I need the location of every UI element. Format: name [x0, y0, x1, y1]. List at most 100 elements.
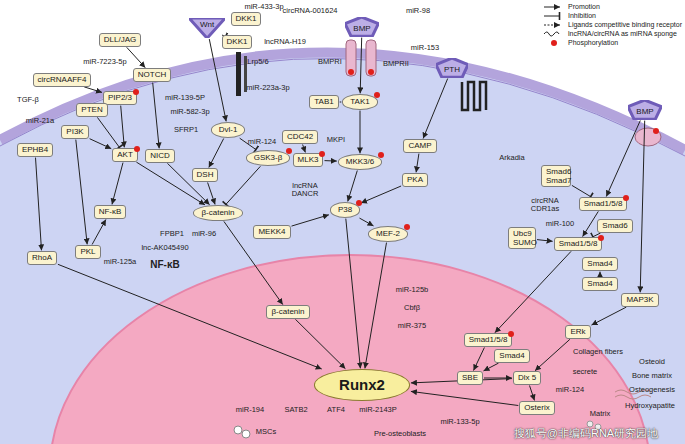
node-label: EPHB4 — [22, 145, 48, 154]
annotation-label: MSCs — [256, 428, 276, 436]
annotation-label: TGF-β — [17, 96, 39, 104]
ligand-pentagon: BMP — [345, 17, 378, 36]
connector — [58, 264, 322, 369]
connector — [411, 391, 518, 405]
annotation-label: miR-223a-3p — [246, 84, 289, 92]
shape-fill — [189, 18, 225, 38]
process-box: circRNAAFF4 — [33, 73, 92, 86]
connector — [423, 79, 448, 139]
process-box: PKA — [402, 173, 428, 186]
legend-line — [544, 6, 560, 7]
connector — [583, 211, 599, 236]
annotation-label: Lrp5/6 — [247, 58, 268, 66]
annotation-label: SFRP1 — [174, 126, 198, 134]
node-label: Smad6 Smad7 — [546, 167, 566, 185]
connector — [84, 87, 102, 93]
node-label: Smad4 — [587, 279, 612, 288]
connector — [292, 215, 329, 226]
connector — [127, 47, 146, 67]
node-label: PTH — [444, 65, 460, 74]
node-label: PIP2/3 — [108, 93, 132, 102]
process-box: CAMP — [403, 139, 436, 152]
connector — [36, 158, 42, 251]
legend-text: Phosphorylation — [568, 39, 618, 46]
node-label: MAP3K — [626, 295, 653, 304]
node-label: Smad1/5/8 — [584, 199, 623, 208]
annotation-label: miR-125a — [104, 258, 137, 266]
node-label: NICD — [150, 151, 170, 160]
protein-oval: Dvl-1 — [211, 122, 246, 137]
node-label: Runx2 — [339, 376, 385, 393]
connector — [537, 240, 553, 242]
annotation-label: Osteogenesis — [629, 386, 675, 394]
process-box: NICD — [145, 149, 175, 162]
node-label: P38 — [338, 205, 352, 214]
connector — [600, 272, 601, 277]
node-label: Osterix — [524, 403, 549, 412]
node-label: DSH — [197, 170, 214, 179]
process-box: DKK1 — [231, 12, 262, 25]
annotation-label: Arkadia — [499, 154, 524, 162]
protein-oval: GSK3-β — [246, 150, 291, 165]
annotation-label: miR-124 — [248, 138, 276, 146]
annotation-label: lnc-AK045490 — [141, 244, 188, 252]
annotation-label: miR-7223-5p — [83, 58, 126, 66]
annotation-label: Collagen fibers — [573, 348, 623, 356]
node-label: Smad6 — [602, 221, 627, 230]
connector — [495, 251, 571, 332]
annotation-label: miR-2143P — [359, 406, 397, 414]
node-label: MEKK4 — [258, 227, 285, 236]
node-label: PI3K — [66, 127, 83, 136]
connector — [572, 185, 591, 197]
process-box: PI3K — [61, 125, 88, 138]
protein-oval: MEF-2 — [368, 226, 408, 241]
connector — [348, 171, 358, 202]
process-box: Smad4 — [494, 349, 529, 362]
connector — [153, 83, 160, 149]
node-label: AKT — [117, 150, 133, 159]
node-label: PKL — [80, 247, 95, 256]
connector — [592, 307, 627, 325]
node-label: DKK1 — [236, 14, 257, 23]
process-box: MLK3 — [293, 153, 324, 166]
connector — [346, 219, 361, 369]
node-label: Dvl-1 — [219, 125, 238, 134]
process-box: Osterix — [519, 401, 554, 414]
node-label: CDC42 — [287, 132, 313, 141]
annotation-label: miR-139-5P — [165, 94, 205, 102]
node-label: SBE — [462, 373, 478, 382]
node-label: GSK3-β — [254, 153, 283, 162]
connector — [535, 339, 570, 370]
node-label: NF-κB — [99, 207, 122, 216]
node-label: RhoA — [32, 253, 52, 262]
process-box: Dlx 5 — [513, 371, 541, 384]
shape-fill — [345, 17, 378, 36]
annotation-label: NF-κB — [150, 259, 179, 270]
node-label: circRNAAFF4 — [38, 75, 87, 84]
legend-sample — [543, 39, 565, 47]
legend-row: Inhibition — [543, 11, 682, 20]
connector — [226, 166, 261, 204]
node-label: TAB1 — [314, 97, 333, 106]
process-box: CDC42 — [282, 130, 318, 143]
ligand-triangle: Wnt — [189, 18, 225, 38]
node-label: Smad4 — [499, 351, 524, 360]
annotation-label: lncRNA DANCR — [287, 182, 323, 199]
annotation-label: miR-153 — [411, 44, 439, 52]
process-box: MAP3K — [621, 293, 658, 306]
process-box: Smad1/5/8 — [554, 237, 603, 250]
node-label: PKA — [407, 175, 423, 184]
annotation-label: ATF4 — [327, 406, 345, 414]
ligand-pentagon: PTH — [436, 58, 468, 77]
shape-fill — [628, 100, 661, 119]
node-label: PTEN — [81, 105, 102, 114]
annotation-label: BMPRII — [383, 60, 409, 68]
annotation-label: secrete — [573, 368, 598, 376]
connector — [416, 154, 419, 173]
connector — [474, 348, 485, 371]
process-box: SBE — [457, 371, 483, 384]
process-box: DLL/JAG — [99, 33, 141, 46]
node-label: DKK1 — [227, 37, 248, 46]
annotation-label: miR-98 — [406, 7, 430, 15]
annotation-label: SATB2 — [284, 406, 307, 414]
